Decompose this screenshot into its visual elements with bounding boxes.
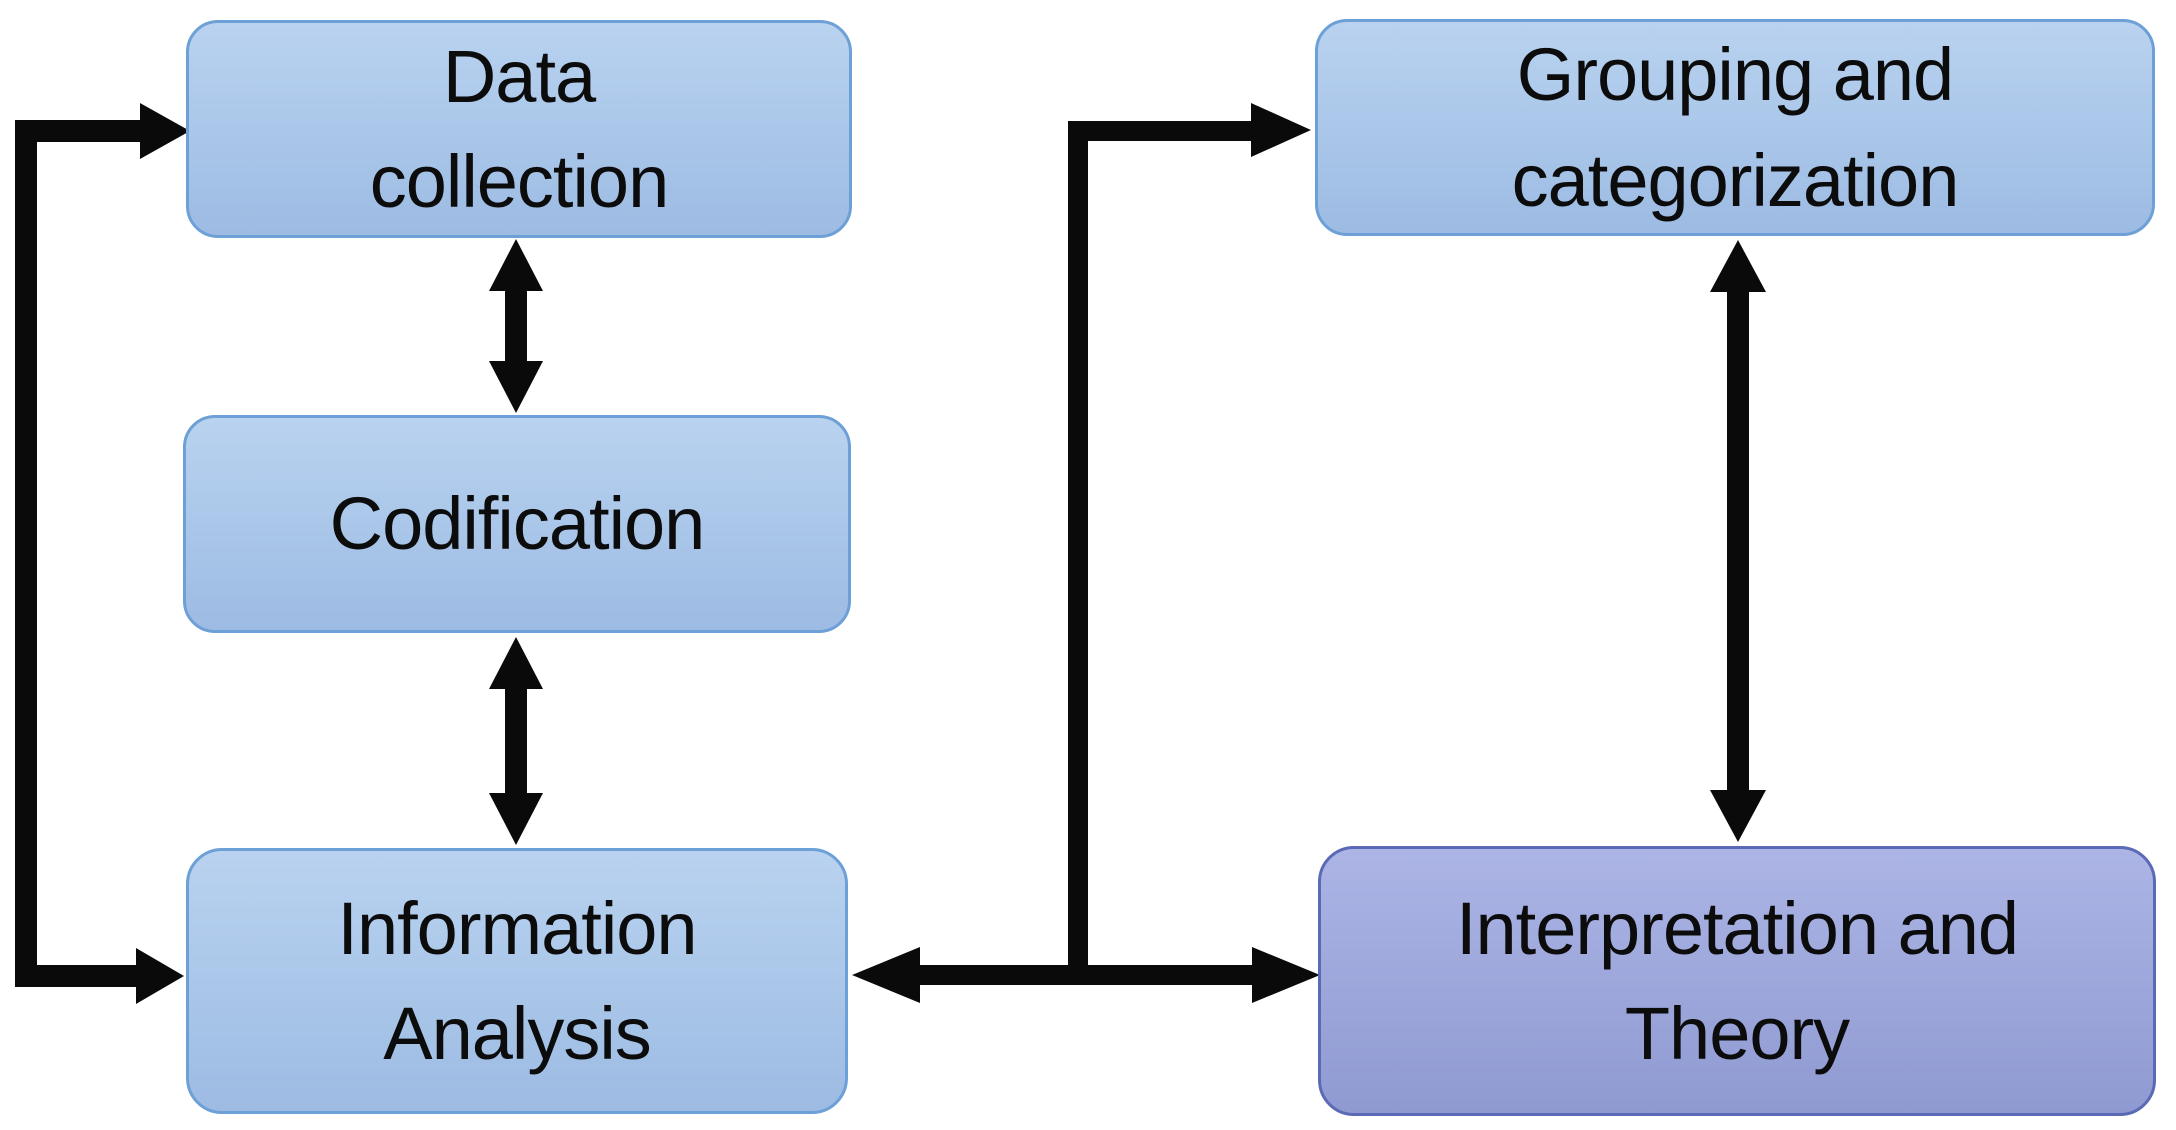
node-label-line: Analysis <box>383 992 652 1075</box>
node-label-line: Grouping and <box>1516 33 1954 117</box>
left-bracket-connector <box>15 103 190 1004</box>
node-data-collection: Data collection <box>186 20 852 238</box>
node-label-line: Information <box>337 886 697 970</box>
node-interpretation-theory: Interpretation and Theory <box>1318 846 2156 1116</box>
node-information-analysis: Information Analysis <box>186 848 848 1114</box>
double-arrow-datacollection-codification <box>489 239 543 413</box>
arrowhead-into-data-collection <box>140 103 190 159</box>
arrowhead-into-grouping <box>1251 103 1311 157</box>
node-codification: Codification <box>183 415 851 633</box>
node-grouping-categorization: Grouping and categorization <box>1315 19 2155 236</box>
node-label-line: Data <box>442 34 596 118</box>
node-label-line: Theory <box>1624 992 1850 1075</box>
node-label-line: Codification <box>329 482 706 566</box>
branch-into-grouping-connector <box>1068 103 1311 984</box>
node-label-line: Interpretation and <box>1455 886 2019 970</box>
double-arrow-analysis-interpretation <box>852 947 1320 1003</box>
double-arrow-grouping-interpretation <box>1710 240 1766 842</box>
node-label-line: collection <box>369 140 670 223</box>
double-arrow-codification-analysis <box>489 637 543 845</box>
node-label-line: categorization <box>1511 138 1960 222</box>
arrowhead-into-information-analysis <box>136 948 184 1004</box>
